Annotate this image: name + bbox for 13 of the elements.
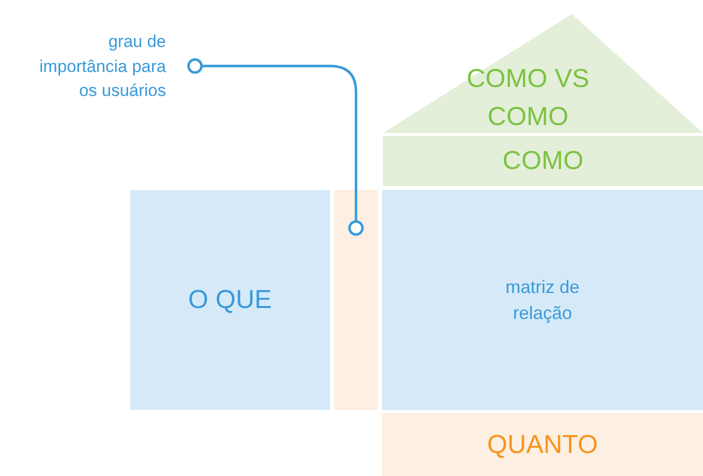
requirements-panel — [130, 190, 330, 410]
band-label: QUANTO — [487, 428, 598, 461]
target-band — [382, 413, 703, 476]
annotation-label: grau de importância para os usuários — [38, 31, 166, 102]
roof-triangle — [383, 14, 703, 133]
leader-line — [187, 58, 364, 236]
importance-column — [334, 190, 378, 410]
matrix-panel — [382, 190, 703, 410]
header-band — [383, 136, 703, 186]
header-label: COMO — [502, 144, 584, 178]
roof-label: COMO VS COMO — [466, 62, 590, 133]
matrix-label: matriz de relação — [504, 276, 581, 325]
panel-label: O QUE — [188, 283, 272, 316]
